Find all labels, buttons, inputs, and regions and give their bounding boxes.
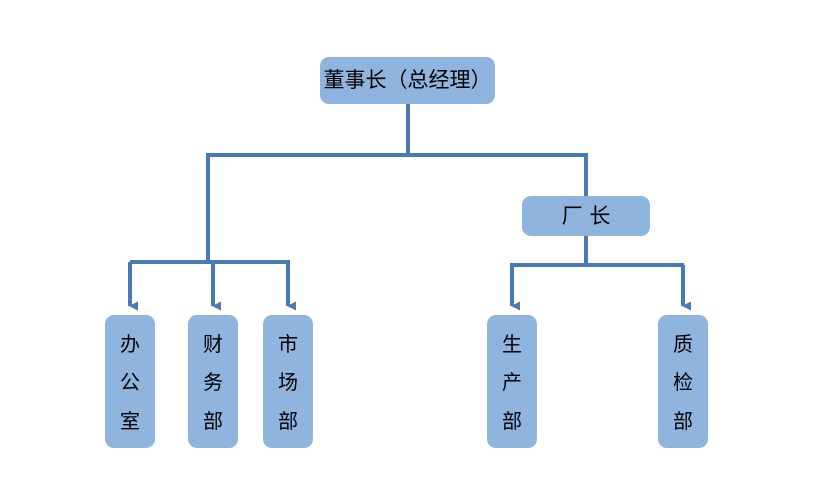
node-plant-head[interactable]: 厂 长: [522, 196, 650, 236]
node-quality-label: 质 检 部: [673, 331, 693, 433]
node-office-label: 办 公 室: [120, 331, 140, 433]
node-office[interactable]: 办 公 室: [105, 315, 155, 448]
node-chairman-label: 董事长（总经理）: [323, 68, 492, 92]
node-production[interactable]: 生 产 部: [487, 315, 537, 448]
node-chairman[interactable]: 董事长（总经理）: [320, 57, 495, 104]
node-market-label: 市 场 部: [278, 331, 298, 433]
node-market[interactable]: 市 场 部: [263, 315, 313, 448]
node-production-label: 生 产 部: [502, 331, 522, 433]
node-quality[interactable]: 质 检 部: [658, 315, 708, 448]
node-plant-head-label: 厂 长: [561, 203, 611, 228]
node-finance-label: 财 务 部: [203, 331, 223, 433]
node-finance[interactable]: 财 务 部: [188, 315, 238, 448]
